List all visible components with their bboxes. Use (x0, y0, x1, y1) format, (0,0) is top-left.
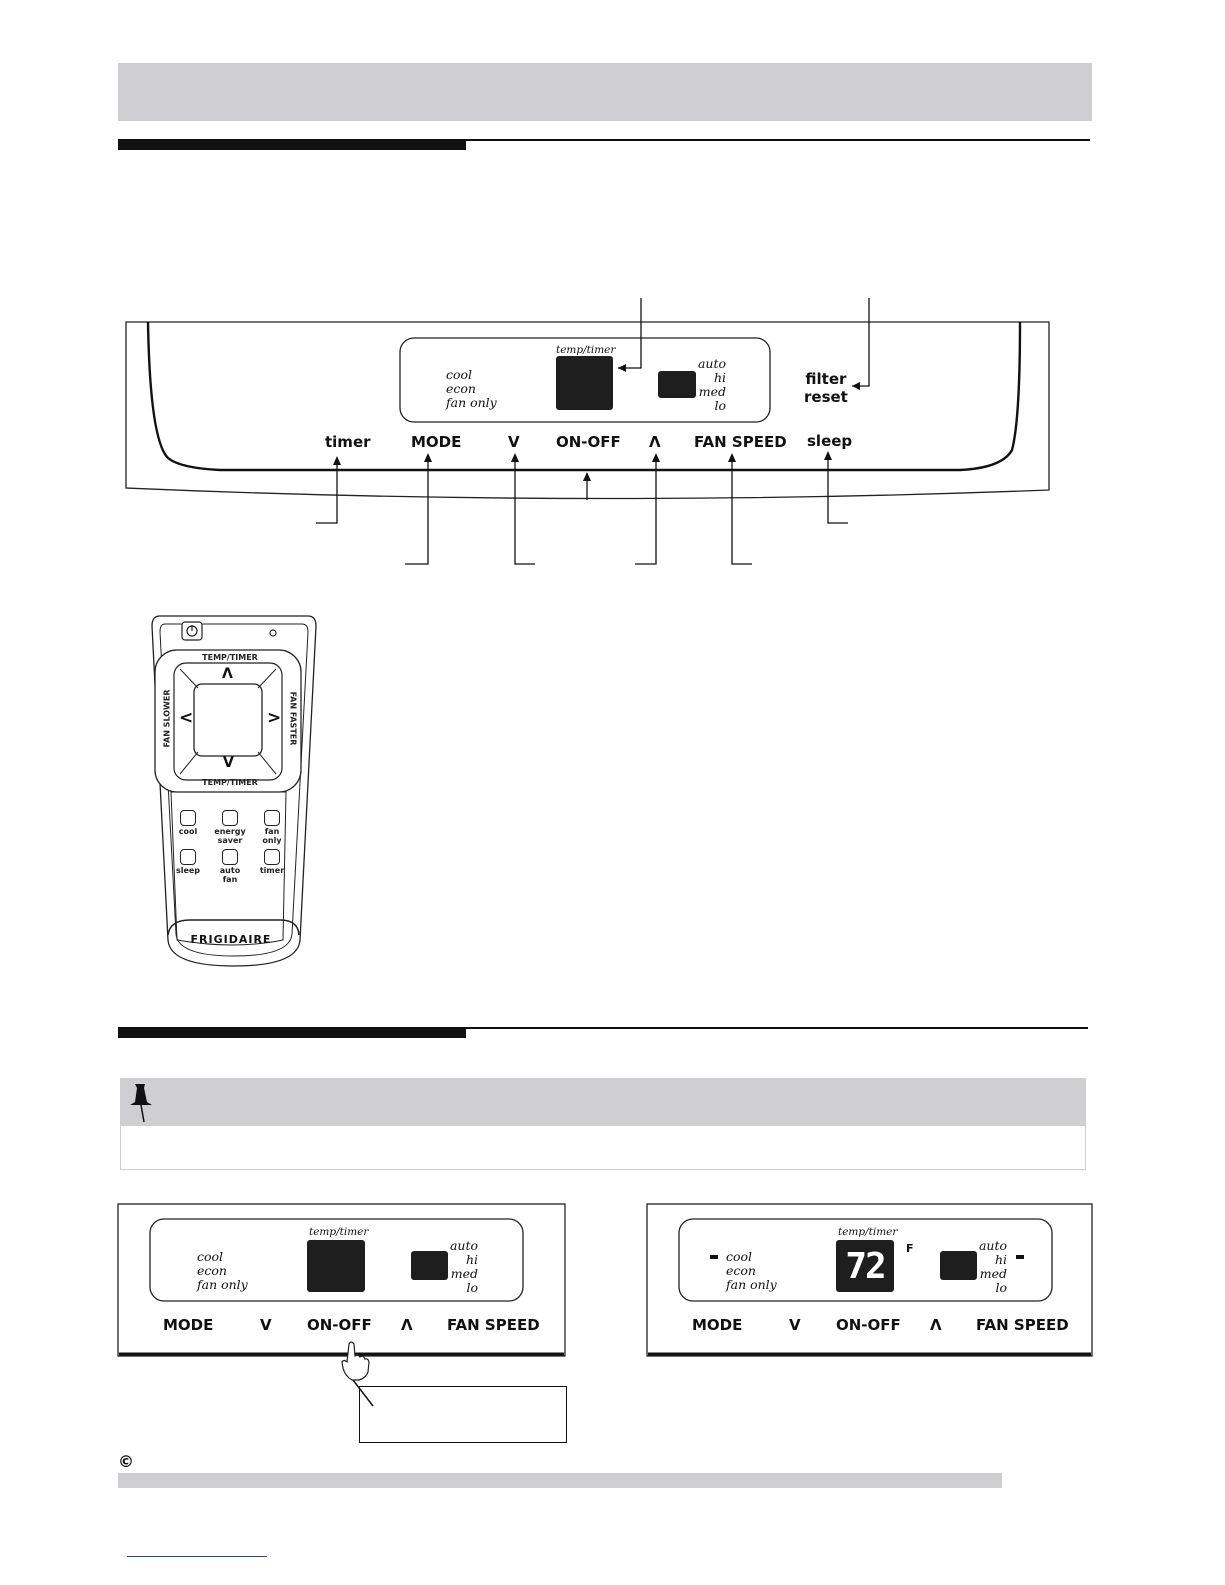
panel-off-mode-cool: cool (197, 1249, 224, 1264)
filter-reset-button[interactable]: filter reset (804, 370, 848, 406)
remote-temp-timer-bottom: TEMP/TIMER (202, 778, 258, 787)
panel-on-up-button[interactable]: Λ (930, 1316, 942, 1334)
panel-on-mode-cool: cool (726, 1249, 753, 1264)
fan-level-med: med (698, 384, 726, 399)
remote-sleep-label: sleep (175, 866, 201, 875)
panel-off-fan-auto: auto (449, 1238, 478, 1253)
panel-on-mode-fan-only: fan only (726, 1277, 777, 1292)
section-rule-thick-2 (118, 1027, 466, 1038)
panel-off-mode-fan-only: fan only (197, 1277, 248, 1292)
panel-on-mode-button[interactable]: MODE (692, 1316, 743, 1334)
temp-timer-label: temp/timer (556, 344, 616, 356)
remote-fan-slower-button[interactable]: < (179, 708, 194, 728)
mode-fan-only: fan only (446, 395, 497, 410)
panel-off-mode-button[interactable]: MODE (163, 1316, 214, 1334)
remote-timer-button[interactable] (264, 849, 280, 865)
panel-on-fan-auto: auto (978, 1238, 1007, 1253)
remote-temp-timer-top: TEMP/TIMER (202, 653, 258, 662)
remote-down-button[interactable]: V (223, 755, 234, 771)
fan-level-list: auto hi med lo (690, 357, 726, 413)
remote-up-button[interactable]: Λ (222, 666, 233, 682)
panel-on-temp-display: 72 (836, 1240, 894, 1292)
panel-off-fan-speed-button[interactable]: FAN SPEED (447, 1316, 540, 1334)
panel-on-fan-display (940, 1251, 977, 1280)
panel-on-fan-speed-button[interactable]: FAN SPEED (976, 1316, 1069, 1334)
panel-off-fan-med: med (450, 1266, 478, 1281)
panel-off-mode-econ: econ (197, 1263, 227, 1278)
panel-off-fan-lo: lo (466, 1280, 478, 1295)
remote-cool-button[interactable] (180, 810, 196, 826)
header-bar (118, 63, 1092, 121)
mode-econ: econ (446, 381, 476, 396)
mode-button[interactable]: MODE (411, 433, 462, 451)
panel-off-temp-display (307, 1240, 365, 1292)
remote-timer-label: timer (259, 866, 285, 875)
control-panel-diagram (125, 298, 1050, 565)
remote-fan-only-button[interactable] (264, 810, 280, 826)
panel-off-fan-levels: auto hi med lo (440, 1239, 478, 1295)
panel-on-temp-timer-label: temp/timer (838, 1226, 898, 1238)
fan-speed-button[interactable]: FAN SPEED (694, 433, 787, 451)
panel-on-mode-econ: econ (726, 1263, 756, 1278)
fan-level-auto: auto (697, 356, 726, 371)
panel-on-mode-list: cool econ fan only (726, 1250, 777, 1292)
panel-on-temp-value: 72 (845, 1245, 886, 1287)
temp-timer-display (556, 356, 613, 410)
remote-fan-slower: FAN SLOWER (162, 689, 172, 748)
pointing-hand-icon (341, 1341, 374, 1407)
remote-sleep-button[interactable] (180, 849, 196, 865)
note-header (120, 1078, 1086, 1126)
section-rule-thin-2 (466, 1027, 1088, 1029)
pushpin-icon (130, 1084, 152, 1123)
filter-reset-line-1: filter (805, 370, 847, 388)
panel-on-unit: F (906, 1242, 914, 1255)
mode-list: cool econ fan only (446, 368, 497, 410)
section-rule-thick (118, 139, 466, 150)
note-body (120, 1126, 1086, 1170)
panel-on-fan-hi: hi (994, 1252, 1007, 1267)
remote-fan-faster: FAN FASTER (288, 691, 298, 746)
panel-off-temp-timer-label: temp/timer (309, 1226, 369, 1238)
callout-box (359, 1386, 567, 1443)
fan-level-hi: hi (713, 370, 726, 385)
fan-level-lo: lo (714, 398, 726, 413)
remote-brand-logo: FRIGIDAIRE (190, 933, 272, 946)
panel-off-mode-list: cool econ fan only (197, 1250, 248, 1292)
temp-down-button[interactable]: V (508, 433, 520, 451)
mode-cool: cool (446, 367, 473, 382)
panel-on-auto-indicator (1016, 1255, 1024, 1259)
panel-on-on-off-button[interactable]: ON-OFF (836, 1316, 901, 1334)
temp-up-button[interactable]: Λ (649, 433, 661, 451)
fan-speed-display (658, 371, 696, 398)
remote-fan-faster-button[interactable]: > (267, 708, 282, 728)
filter-reset-line-2: reset (804, 388, 848, 406)
panel-off-on-off-button[interactable]: ON-OFF (307, 1316, 372, 1334)
panel-on-fan-levels: auto hi med lo (969, 1239, 1007, 1295)
section-rule-thin (466, 139, 1090, 141)
timer-button[interactable]: timer (325, 433, 371, 451)
remote-cool-label: cool (178, 827, 198, 836)
panel-off-fan-display (411, 1251, 448, 1280)
footer-link-underline (127, 1556, 267, 1557)
panel-off-fan-hi: hi (465, 1252, 478, 1267)
panel-on-fan-lo: lo (995, 1280, 1007, 1295)
panel-off-up-button[interactable]: Λ (401, 1316, 413, 1334)
sleep-button[interactable]: sleep (807, 432, 853, 450)
copyright-symbol: © (118, 1452, 134, 1471)
panel-on-cool-indicator (710, 1255, 718, 1259)
remote-control (151, 615, 317, 967)
panel-on-fan-med: med (979, 1266, 1007, 1281)
panel-on-down-button[interactable]: V (789, 1316, 801, 1334)
remote-energy-saver-button[interactable] (222, 810, 238, 826)
panel-off-down-button[interactable]: V (260, 1316, 272, 1334)
footer-bar (118, 1473, 1002, 1488)
remote-auto-fan-button[interactable] (222, 849, 238, 865)
on-off-button[interactable]: ON-OFF (556, 433, 621, 451)
